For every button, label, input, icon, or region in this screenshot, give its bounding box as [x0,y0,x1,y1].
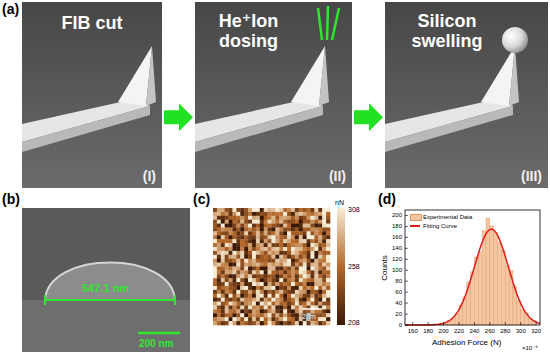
legend-text: Experimental Data [423,214,472,220]
panel-letter: (b) [2,192,20,206]
process-panel: He⁺Ion dosing (II) [195,2,352,188]
y-tick-label: 20 [395,311,402,317]
legend-swatch [410,214,422,221]
scale-bar-label: 200 nm [139,339,173,349]
x-tick-label: 160 [408,328,418,334]
x-tick-label: 300 [516,328,526,334]
x-tick-label: 200 [439,328,449,334]
axis-multiplier: ×10⁻⁹ [522,345,538,351]
step-title: FIB cut [42,14,142,34]
process-arrow [354,103,383,131]
y-tick-label: 60 [395,289,402,295]
y-tick-label: 120 [392,256,402,262]
x-tick-label: 240 [469,328,479,334]
legend-text: Fitting Curve [423,223,457,229]
colorbar-tick: 308 [348,206,360,213]
scale-bar-label: 2μm [302,313,316,320]
y-tick-label: 180 [392,223,402,229]
process-panel: Silicon swelling (III) [385,2,548,188]
axis-title: Adhesion Force (N) [432,339,501,347]
x-tick-label: 320 [531,328,541,334]
unit-label: nN [335,199,344,206]
step-number: (III) [521,168,542,184]
x-tick-label: 280 [500,328,510,334]
step-title: He⁺Ion dosing [201,12,296,52]
y-tick-label: 100 [392,267,402,273]
step-title: Silicon swelling [391,12,503,52]
process-panel: FIB cut (I) [22,2,162,188]
panel-letter: (d) [378,192,396,206]
panel-letter: (c) [193,192,210,206]
y-tick-label: 40 [395,300,402,306]
colorbar-tick: 208 [348,319,360,326]
x-tick-label: 180 [423,328,433,334]
step-number: (I) [143,168,156,184]
x-tick-label: 260 [485,328,495,334]
y-tick-label: 140 [392,245,402,251]
dimension: 547.1 nm [82,283,129,294]
x-tick-label: 220 [454,328,464,334]
colorbar-tick: 258 [348,263,360,270]
y-tick-label: 200 [392,212,402,218]
panel-letter: (a) [2,2,19,16]
y-tick-label: 80 [395,278,402,284]
legend-line [410,225,420,227]
y-tick-label: 0 [399,322,402,328]
y-tick-label: 160 [392,234,402,240]
axis-title: Counts [381,255,389,280]
step-number: (II) [329,168,346,184]
process-arrow [164,103,193,131]
